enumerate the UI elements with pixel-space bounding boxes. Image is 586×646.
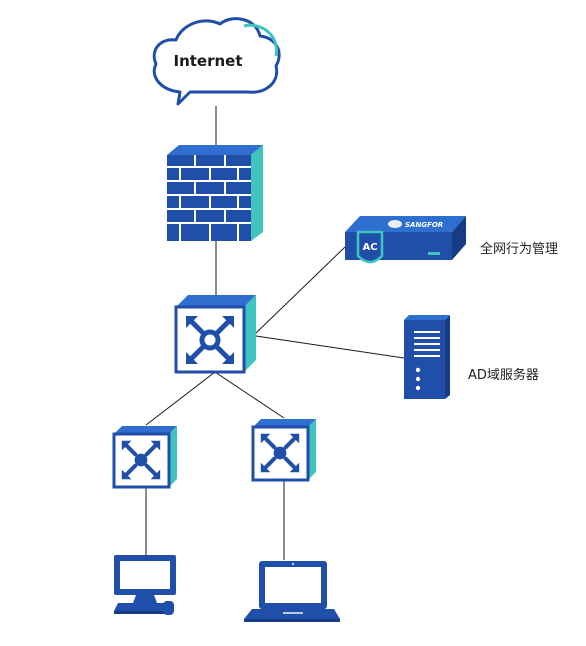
- access-switch-icon: [260, 433, 300, 473]
- internet-label: Internet: [173, 52, 242, 70]
- sangfor-ac-device: SANGFOR AC 全网行为管理: [345, 216, 558, 264]
- ad-server-label: AD域服务器: [468, 367, 539, 383]
- ad-server: AD域服务器: [404, 315, 539, 399]
- cloud-icon: [152, 17, 281, 106]
- link-core-left-switch: [145, 371, 216, 426]
- link-core-server: [255, 335, 405, 359]
- access-switch-icon: [121, 440, 161, 480]
- brand-label: SANGFOR: [405, 221, 443, 229]
- link-core-right-switch: [214, 371, 285, 419]
- desktop-computer: [114, 555, 176, 615]
- connection-lines: [145, 106, 405, 560]
- access-switch-left: [112, 426, 177, 489]
- ac-device-label: 全网行为管理: [480, 241, 558, 257]
- ac-badge: AC: [362, 242, 377, 253]
- access-switch-right: [251, 419, 316, 482]
- server-icon: [404, 320, 445, 399]
- core-switch: [174, 295, 256, 374]
- laptop: [244, 561, 340, 622]
- firewall: [167, 145, 263, 241]
- link-core-ac: [255, 246, 346, 334]
- core-switch-icon: [186, 316, 234, 364]
- internet-cloud: Internet: [152, 17, 281, 106]
